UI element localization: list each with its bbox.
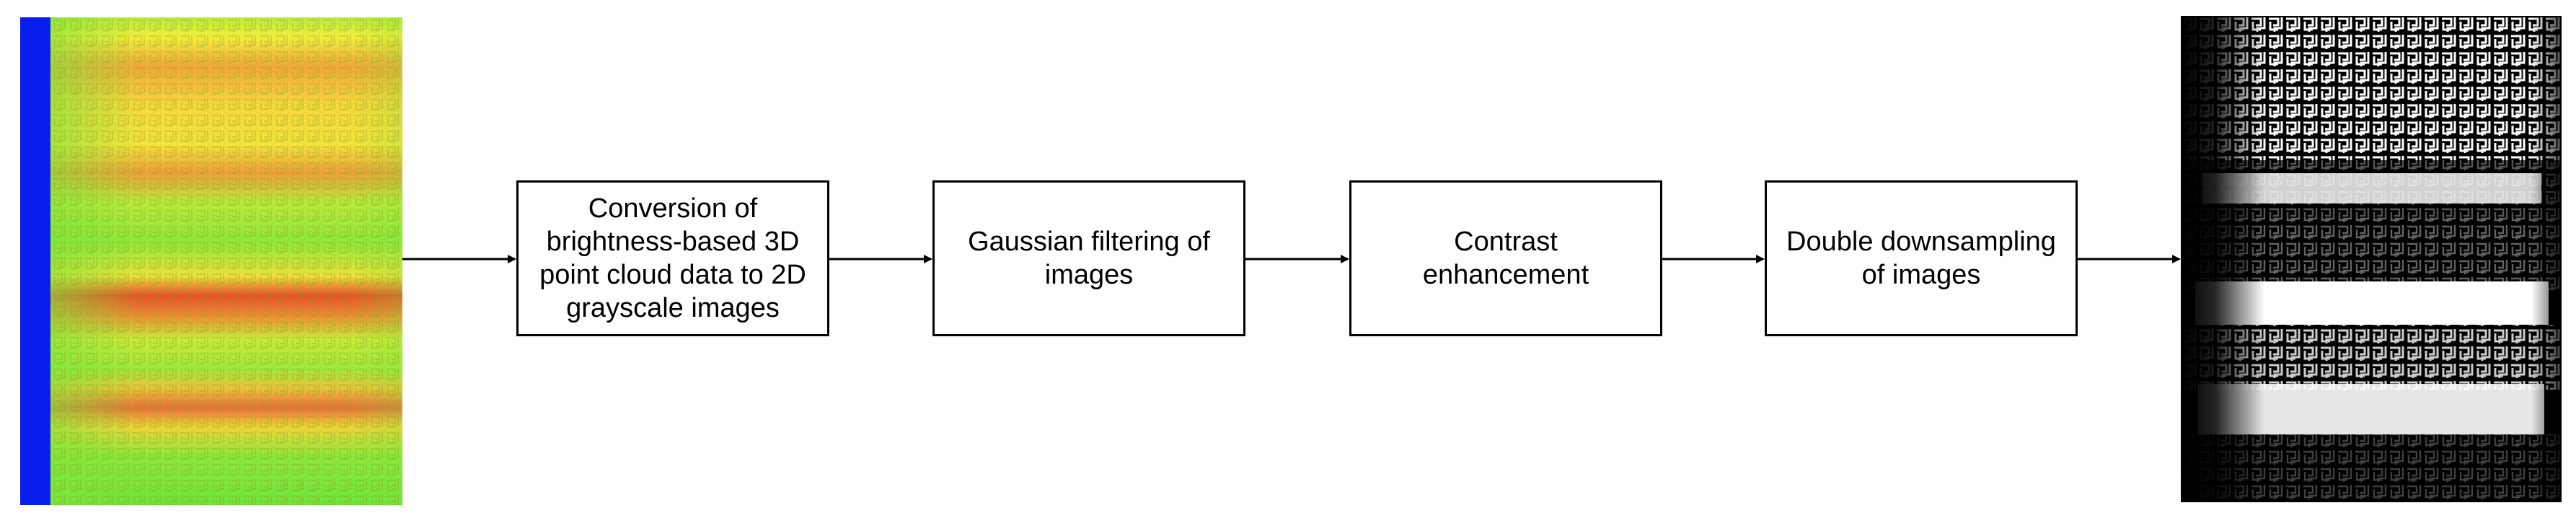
step-box-contrast-enhancement: Contrast enhancement xyxy=(1349,180,1662,336)
output-binary-image xyxy=(2181,16,2562,502)
input-image-blue-bar xyxy=(20,17,50,505)
step-box-double-downsampling: Double downsampling of images xyxy=(1765,180,2078,336)
input-heatmap-graphic xyxy=(20,17,402,505)
step-box-gaussian-filtering: Gaussian filtering of images xyxy=(932,180,1245,336)
step-label-double-downsampling: Double downsampling of images xyxy=(1786,227,2056,290)
input-heatmap-image xyxy=(20,17,402,505)
step-label-contrast-enhancement: Contrast enhancement xyxy=(1422,227,1589,290)
step-box-conversion: Conversion of brightness-based 3D point … xyxy=(516,180,829,336)
output-binary-graphic xyxy=(2181,16,2562,502)
step-label-gaussian-filtering: Gaussian filtering of images xyxy=(968,227,1210,290)
step-label-conversion: Conversion of brightness-based 3D point … xyxy=(539,193,806,323)
